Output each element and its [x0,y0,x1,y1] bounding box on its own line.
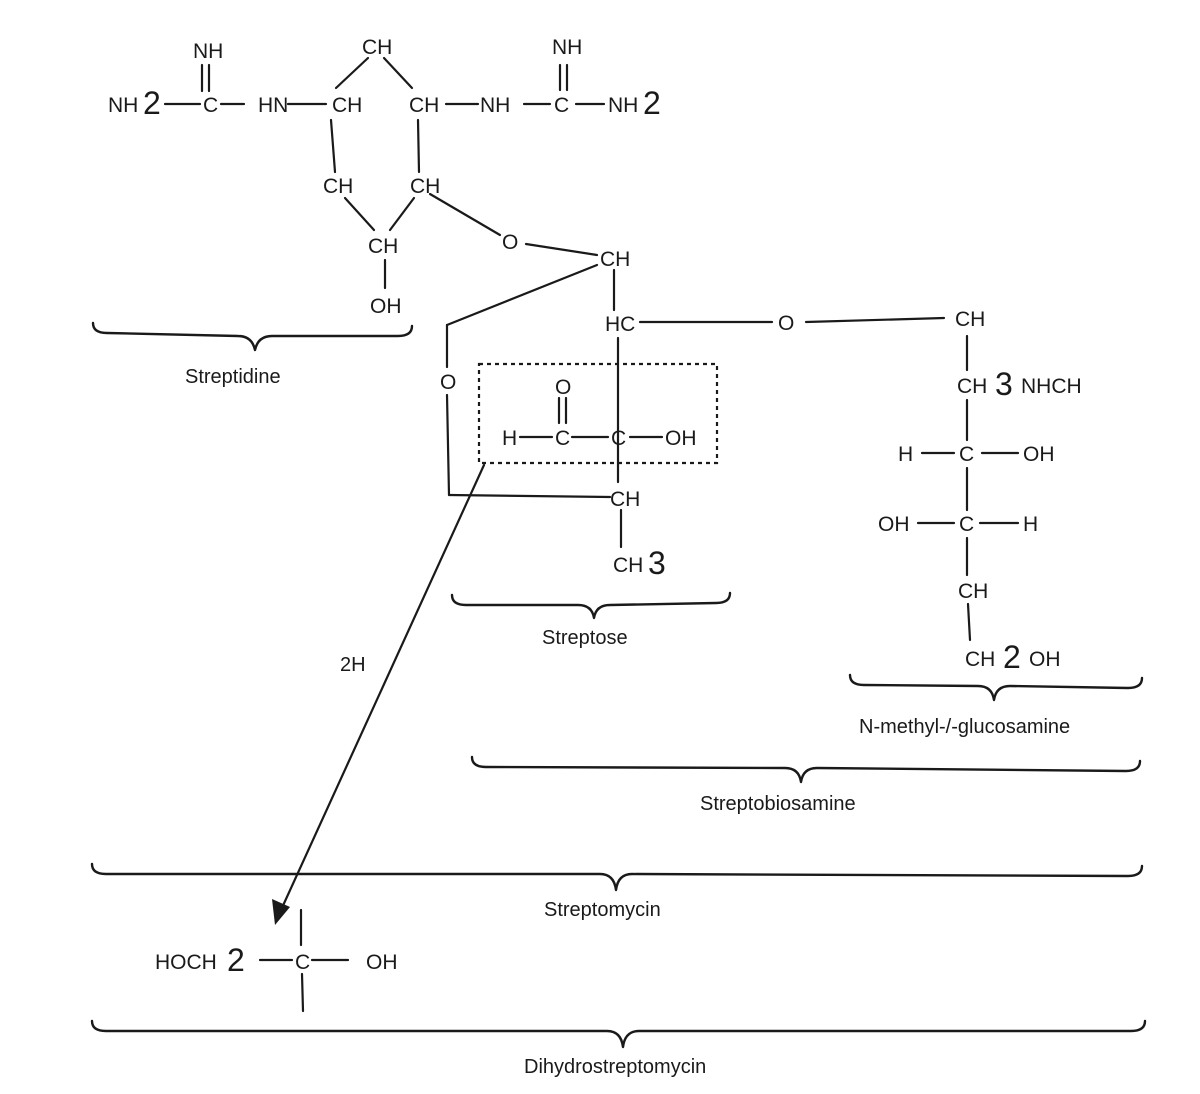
streptidine-atoms: NH NH 2 C HN CH CH CH NH C NH 2 NH CH CH… [108,36,661,318]
glucosamine-bonds [916,334,1020,642]
atom-ch-ring-lower-right: CH [410,175,440,198]
atom-c-dihydro: C [295,951,310,974]
bond-ch-ring-top [445,263,599,327]
label-streptose: Streptose [542,627,628,649]
atom-nh-top-left: NH [193,40,223,63]
label-streptomycin: Streptomycin [544,899,661,921]
label-glucosamine: N-methyl-/-glucosamine [859,716,1070,738]
group-labels: Streptidine Streptose N-methyl-/-glucosa… [185,366,1070,1078]
dihydro-fragment: HOCH 2 C OH [155,908,398,1013]
aldehyde-highlight-box [477,362,719,465]
label-streptobiosamine: Streptobiosamine [700,793,856,815]
atom-o-carbonyl: O [555,376,571,399]
streptose-atoms: CH HC O O O H C C OH CH CH 3 [440,248,794,581]
atom-ch3-streptose: CH [613,554,643,577]
atom-oh-gluc-3: OH [1023,443,1055,466]
bond-ring-top-right [382,56,414,90]
atom-ch-streptose-2: CH [610,488,640,511]
atom-ch-ring-top: CH [362,36,392,59]
atom-o-ring-streptose: O [440,371,456,394]
atom-h-gluc-3: H [898,443,913,466]
reagent-2h: 2H [340,654,366,676]
bond-dihydro-down [300,972,305,1013]
brace-streptidine [91,321,414,352]
atom-nh2-right-subscript: 2 [643,85,661,121]
atom-ch2oh: CH [965,648,995,671]
atom-ch-streptose-1: CH [600,248,630,271]
bond-o-bridge-gluc [804,316,946,324]
bond-ring-top-left [334,56,370,90]
glucosamine-atoms: CH CH 3 NHCH H C OH OH C H CH CH 2 OH [878,308,1082,675]
streptidine-bonds [163,56,606,290]
atom-ch2oh-rest: OH [1029,648,1061,671]
atom-ch-gluc-1: CH [955,308,985,331]
atom-oh-gluc-4: OH [878,513,910,536]
streptose-bonds [445,263,946,549]
atom-nh-right-link: NH [480,94,510,117]
atom-oh-dihydro: OH [366,951,398,974]
brace-streptose [450,591,732,620]
brace-dihydrostreptomycin [90,1019,1147,1049]
brace-streptobiosamine [470,755,1142,784]
label-dihydrostreptomycin: Dihydrostreptomycin [524,1056,706,1078]
atom-ch2oh-subscript: 2 [1003,639,1021,675]
brace-streptomycin [90,862,1144,892]
atom-ch3nhch: CH [957,375,987,398]
reduction-arrow: 2H [272,463,486,925]
atom-hoch2-subscript: 2 [227,942,245,978]
atom-o-bridge-1: O [502,231,518,254]
atom-c-gluc-4: C [959,513,974,536]
atom-h-aldehyde: H [502,427,517,450]
atom-hn-left: HN [258,94,288,117]
atom-nh-top-right: NH [552,36,582,59]
bond-ring-bottom-left [343,196,376,232]
atom-nh2-left: NH [108,94,138,117]
atom-h-gluc-4: H [1023,513,1038,536]
brace-glucosamine [848,673,1144,702]
bond-ring-o-bridge [428,192,502,237]
bond-o-bridge-streptose [524,242,599,257]
bond-ring-left-lower [445,393,451,497]
atom-c-right: C [554,94,569,117]
atom-ch-ring-lower-left: CH [323,175,353,198]
bond-ring-left [329,118,337,174]
group-braces [90,321,1147,1049]
atom-ch3-subscript: 3 [648,545,666,581]
atom-ch-ring-upper-left: CH [332,94,362,117]
atom-nh2-right: NH [608,94,638,117]
atom-c-quaternary: C [611,427,626,450]
atom-c-aldehyde: C [555,427,570,450]
arrow-shaft [279,463,486,912]
atom-hc-streptose: HC [605,313,635,336]
atom-ch-ring-upper-right: CH [409,94,439,117]
bond-ring-right [416,118,421,174]
bond-ring-bottom-to-ch [447,493,612,499]
atom-hoch2: HOCH [155,951,217,974]
atom-oh-quaternary: OH [665,427,697,450]
bond-gluc-5-6 [966,602,972,642]
atom-nh2-left-subscript: 2 [143,85,161,121]
atom-o-bridge-2: O [778,312,794,335]
label-streptidine: Streptidine [185,366,281,388]
bond-ring-bottom-right [388,196,416,232]
atom-oh-ring: OH [370,295,402,318]
atom-c-gluc-3: C [959,443,974,466]
atom-ch-gluc-5: CH [958,580,988,603]
arrow-head [272,899,290,925]
atom-ch3nhch-rest: NHCH [1021,375,1082,398]
atom-c-left: C [203,94,218,117]
atom-ch3nhch-subscript: 3 [995,366,1013,402]
atom-ch-ring-bottom: CH [368,235,398,258]
